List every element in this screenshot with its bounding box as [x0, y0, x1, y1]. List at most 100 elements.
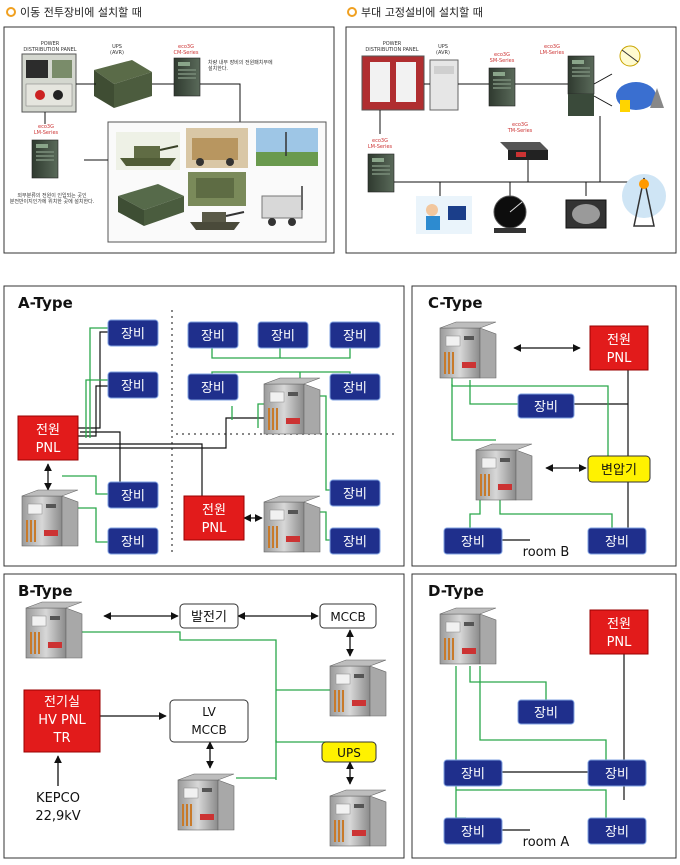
a-equip-label: 장비 [201, 381, 225, 396]
d-panel-label-1: 전원 [607, 617, 631, 632]
lm2-label-1: eco3G [544, 44, 560, 50]
truck-image [186, 128, 248, 168]
a-power-panel [17, 415, 79, 461]
b-tr-label: TR [53, 731, 71, 746]
laptop-case-image [118, 184, 184, 226]
cm-note-1: 차량 내부 장비의 전원패치부에 [208, 59, 273, 66]
c-equip-box [517, 393, 575, 419]
lm-series-image [31, 139, 59, 179]
c-equip-box [587, 527, 647, 555]
a-equip-label: 장비 [343, 381, 367, 396]
ups-label-2: (AVR) [110, 50, 124, 56]
lm2-label-2: LM-Series [540, 50, 565, 56]
satellite-dish-icon [619, 45, 641, 67]
d-equip-label: 장비 [461, 825, 485, 840]
lm3-series-image [367, 153, 395, 193]
cm-label-2: CM-Series [174, 50, 199, 56]
ups-image [94, 60, 152, 84]
monitor-icon [565, 199, 607, 229]
c-equip-label: 장비 [534, 400, 558, 415]
cm-note-2: 설치한다. [208, 65, 228, 72]
a-equip-box [187, 373, 239, 401]
cm-label-1: eco3G [178, 44, 194, 50]
b-lv-label: LV [202, 705, 216, 719]
b-mccb-box [319, 603, 377, 629]
bullet-icon [347, 7, 357, 17]
shelter-vehicle-image [188, 172, 246, 206]
a-equip-label: 장비 [121, 489, 145, 504]
c-power-panel [589, 325, 649, 371]
a-equip-box [107, 481, 159, 509]
a-equip-label: 장비 [121, 327, 145, 342]
a-equip-box [107, 319, 159, 347]
tank2-image [190, 211, 245, 230]
lm2-series-image [567, 55, 595, 95]
b-kepco-label: KEPCO [36, 791, 80, 806]
b-elec-room-label: 전기실 [44, 695, 80, 710]
ground-station-icon [616, 82, 664, 112]
cm-series-image [173, 57, 201, 97]
c-equip-label: 장비 [605, 535, 629, 550]
pdp2-label-2: DISTRIBUTION PANEL [365, 47, 418, 53]
pdp2-label-1: POWER [383, 41, 402, 47]
a-equip-box [329, 373, 381, 401]
lm-label-2: LM-Series [34, 130, 59, 136]
a-panel-label-1: 전원 [36, 423, 60, 438]
right-heading: 부대 고정설비에 설치할 때 [361, 6, 483, 19]
trailer-image [261, 186, 303, 226]
b-lv-mccb-box [169, 699, 249, 743]
tm-label-2: TM-Series [507, 128, 533, 134]
c-type-panel: C-Type 전원 PNL 장비 변압기 장비 장비 room B [411, 285, 677, 567]
d-equip-box [517, 699, 575, 725]
ups2-label-2: (AVR) [436, 50, 450, 56]
lm3-label-2: LM-Series [368, 144, 393, 150]
c-equip-label: 장비 [461, 535, 485, 550]
a-equip-box [329, 527, 381, 555]
top-right-section: 부대 고정설비에 설치할 때 POWER DISTRIBUTION PANEL … [345, 6, 677, 254]
ups2-label-1: UPS [438, 44, 448, 50]
left-frame [3, 26, 335, 254]
a-equip-label: 장비 [121, 535, 145, 550]
a-equip-box [257, 321, 309, 349]
lm-note-2: 분전반이지인가에 위치한 곳에 설치한다. [10, 198, 95, 205]
a-equip-box [107, 527, 159, 555]
b-voltage-label: 22,9kV [35, 809, 80, 824]
a-type-title: A-Type [18, 294, 73, 312]
b-hv-panel-label: HV PNL [38, 713, 86, 728]
a-equip-box [187, 321, 239, 349]
d-power-panel [589, 609, 649, 655]
ups-label-1: UPS [112, 44, 122, 50]
b-lv-mccb-label: MCCB [191, 723, 226, 737]
a-equip-box [329, 321, 381, 349]
c-room-label: room B [523, 545, 570, 560]
right-frame [345, 26, 677, 254]
a-equip-box [329, 479, 381, 507]
antenna-image [256, 128, 318, 166]
a-panel-label-1: 전원 [202, 503, 226, 518]
a-equip-label: 장비 [201, 329, 225, 344]
b-type-title: B-Type [18, 582, 73, 600]
d-equip-box [443, 817, 503, 845]
d-equip-label: 장비 [605, 767, 629, 782]
radar-screen-icon [493, 195, 527, 233]
d-panel-label-2: PNL [607, 635, 633, 650]
d-equip-box [587, 759, 647, 787]
pdp-label-2: DISTRIBUTION PANEL [23, 47, 76, 53]
d-equip-label: 장비 [605, 825, 629, 840]
c-panel-label-1: 전원 [607, 333, 631, 348]
tm-label-1: eco3G [512, 122, 528, 128]
a-equip-label: 장비 [343, 535, 367, 550]
a-equip-label: 장비 [121, 379, 145, 394]
operator-icon [416, 196, 472, 234]
a-power-panel [183, 495, 245, 541]
b-generator-box [179, 603, 239, 629]
a-equip-label: 장비 [271, 329, 295, 344]
a-panel-label-2: PNL [202, 521, 228, 536]
sm-label-1: eco3G [494, 52, 510, 58]
b-type-panel: B-Type 발전기 MCCB LV MCCB UPS 전기실 HV PNL T… [3, 573, 405, 859]
sm-series-image [488, 67, 516, 107]
d-equip-box [587, 817, 647, 845]
b-ups-label: UPS [337, 746, 361, 760]
top-left-section: 이동 전투장비에 설치할 때 POWER DISTRIBUTION PANEL … [3, 6, 335, 254]
a-equip-label: 장비 [343, 329, 367, 344]
